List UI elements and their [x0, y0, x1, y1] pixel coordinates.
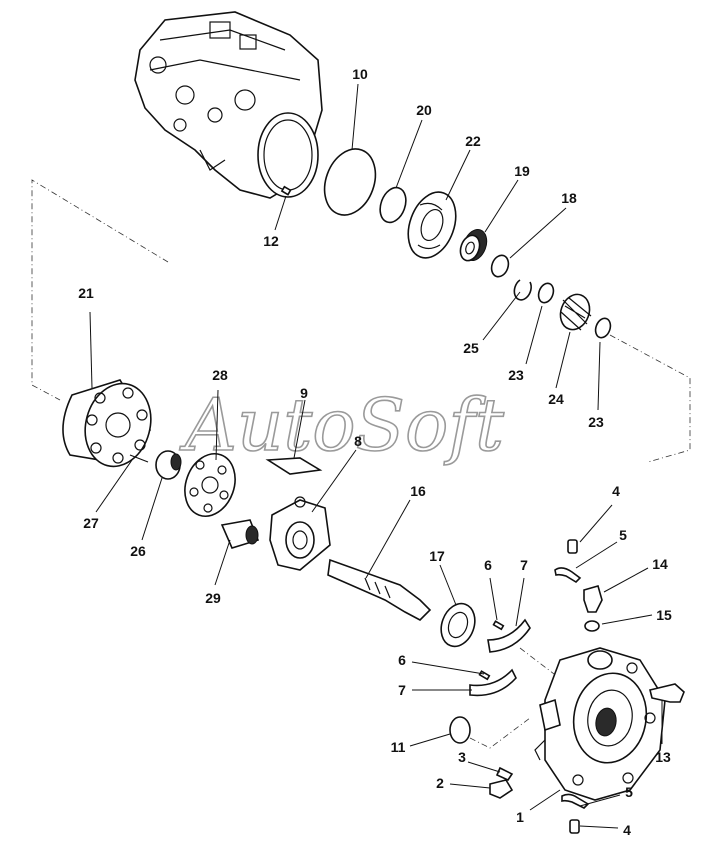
- callout-10: 10: [352, 66, 368, 82]
- part-29-piston: [220, 519, 260, 549]
- callout-14: 14: [652, 556, 668, 572]
- part-4-plug: [567, 539, 578, 554]
- part-25-snap-ring: [513, 279, 532, 301]
- part-16-shaft: [327, 558, 432, 621]
- callout-24: 24: [548, 391, 564, 407]
- callout-13: 13: [655, 749, 671, 765]
- part-11-o-ring: [449, 716, 471, 744]
- callout-5: 5: [625, 784, 633, 800]
- callout-6: 6: [484, 557, 492, 573]
- part-10-o-ring: [323, 148, 377, 216]
- part-8-rocker-cam: [269, 496, 331, 571]
- callout-2: 2: [436, 775, 444, 791]
- part-26-bushing: [155, 450, 182, 480]
- callout-8: 8: [354, 433, 362, 449]
- part-6-key: [492, 620, 505, 631]
- callout-23: 23: [508, 367, 524, 383]
- callout-25: 25: [463, 340, 479, 356]
- callout-12: 12: [263, 233, 279, 249]
- part-28-retainer-plate: [184, 453, 236, 517]
- part-5-clip: [561, 793, 590, 809]
- part-7-shoe: [487, 618, 531, 653]
- callout-7: 7: [398, 682, 406, 698]
- part-15-o-ring: [584, 620, 600, 632]
- callout-17: 17: [429, 548, 445, 564]
- callout-11: 11: [391, 739, 406, 755]
- callout-19: 19: [514, 163, 530, 179]
- callout-22: 22: [465, 133, 481, 149]
- callout-9: 9: [300, 385, 308, 401]
- leader-lines: [89, 83, 663, 829]
- callout-numbers: 10 20 22 19 18 12 21 25 23 24 23 28 9 8 …: [78, 66, 672, 838]
- callout-16: 16: [410, 483, 426, 499]
- part-22-valve-plate: [407, 191, 457, 259]
- part-4-plug: [569, 819, 580, 834]
- part-3-spring: [495, 766, 514, 782]
- callout-7: 7: [520, 557, 528, 573]
- callout-6: 6: [398, 652, 406, 668]
- callout-27: 27: [83, 515, 99, 531]
- part-12-pin: [280, 185, 292, 196]
- part-23-ring: [594, 317, 612, 339]
- callout-3: 3: [458, 749, 466, 765]
- callout-20: 20: [416, 102, 432, 118]
- callout-4: 4: [623, 822, 631, 838]
- part-2-plug: [489, 779, 514, 799]
- part-20-ring: [379, 186, 407, 224]
- callout-5: 5: [619, 527, 627, 543]
- pump-housing: [134, 11, 323, 199]
- callout-4: 4: [612, 483, 620, 499]
- part-9-plate: [265, 457, 323, 475]
- part-18-washer: [490, 254, 510, 278]
- callout-26: 26: [130, 543, 146, 559]
- callout-1: 1: [516, 809, 524, 825]
- part-27-pin: [129, 454, 149, 463]
- part-5-clip: [554, 567, 582, 584]
- part-17-bearing: [440, 602, 476, 648]
- part-6-key: [478, 670, 491, 681]
- callout-15: 15: [656, 607, 672, 623]
- callout-28: 28: [212, 367, 228, 383]
- watermark: AutoSoft: [179, 383, 505, 467]
- part-7-shoe: [469, 668, 517, 697]
- callout-21: 21: [78, 285, 94, 301]
- callout-23: 23: [588, 414, 604, 430]
- part-14-plug: [583, 585, 603, 613]
- callout-29: 29: [205, 590, 221, 606]
- part-19-bearing: [459, 229, 488, 262]
- callout-18: 18: [561, 190, 577, 206]
- part-21-cylinder-block: [62, 379, 152, 468]
- part-1-housing: [534, 647, 666, 801]
- part-23-ring: [537, 282, 555, 304]
- part-24-spring: [559, 293, 592, 331]
- part-13-bolt: [649, 683, 685, 703]
